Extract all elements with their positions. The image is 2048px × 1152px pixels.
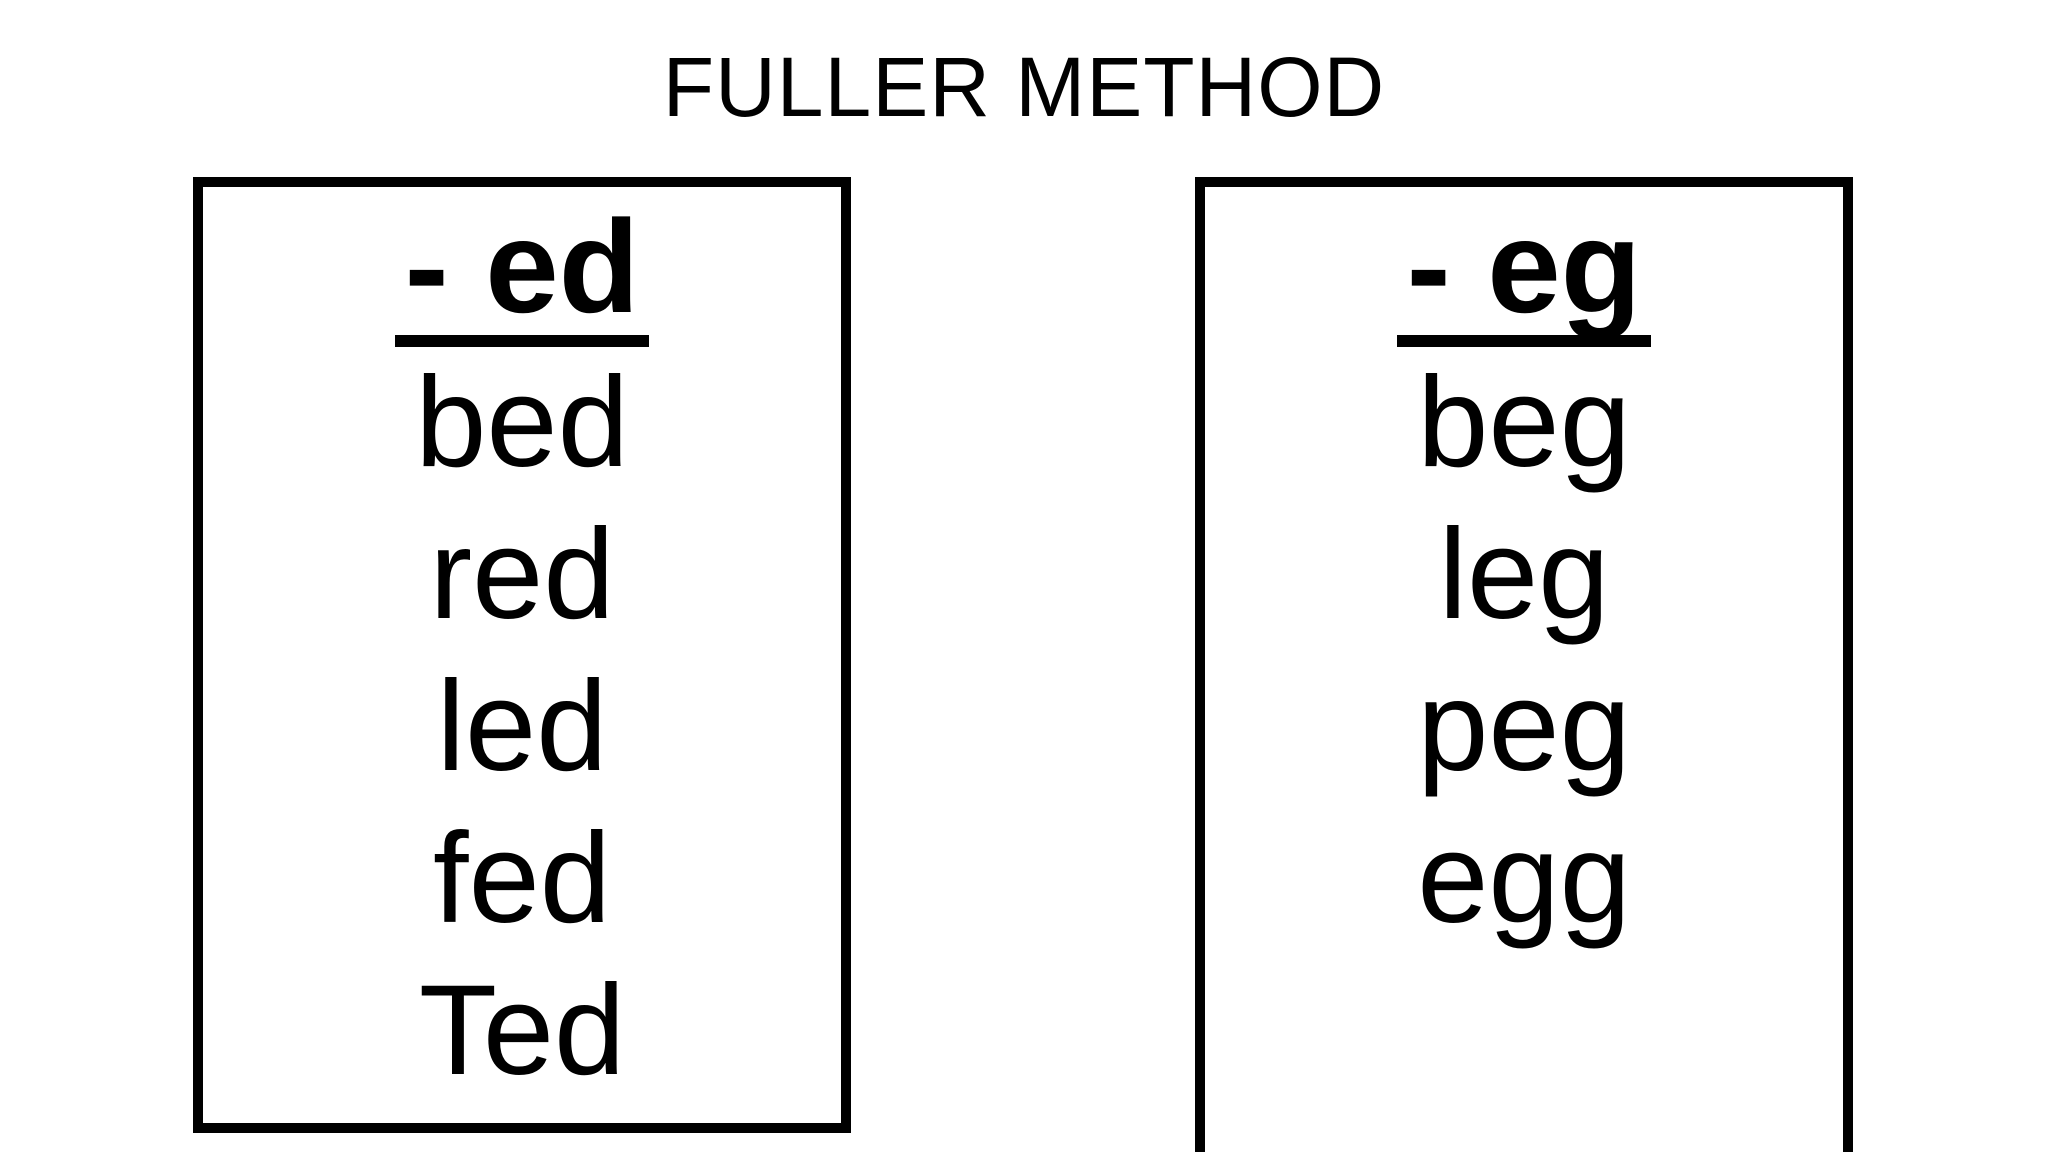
word-box-eg: - eg beg leg peg egg [1195, 177, 1853, 1152]
word-item: leg [1438, 503, 1610, 646]
word-item: led [436, 655, 608, 798]
word-box-ed-header: - ed [394, 201, 650, 347]
word-item: fed [433, 807, 611, 950]
word-box-eg-header: - eg [1396, 201, 1652, 347]
word-list-eg: beg leg peg egg [1417, 347, 1631, 955]
word-item: beg [1417, 351, 1631, 494]
word-item: peg [1417, 655, 1631, 798]
word-item: bed [415, 351, 629, 494]
page-title: FULLER METHOD [662, 40, 1386, 134]
word-list-ed: bed red led fed Ted [415, 347, 629, 1107]
word-item: Ted [418, 959, 626, 1102]
word-item: red [429, 503, 615, 646]
word-item: egg [1417, 807, 1631, 950]
word-box-ed: - ed bed red led fed Ted [193, 177, 851, 1133]
